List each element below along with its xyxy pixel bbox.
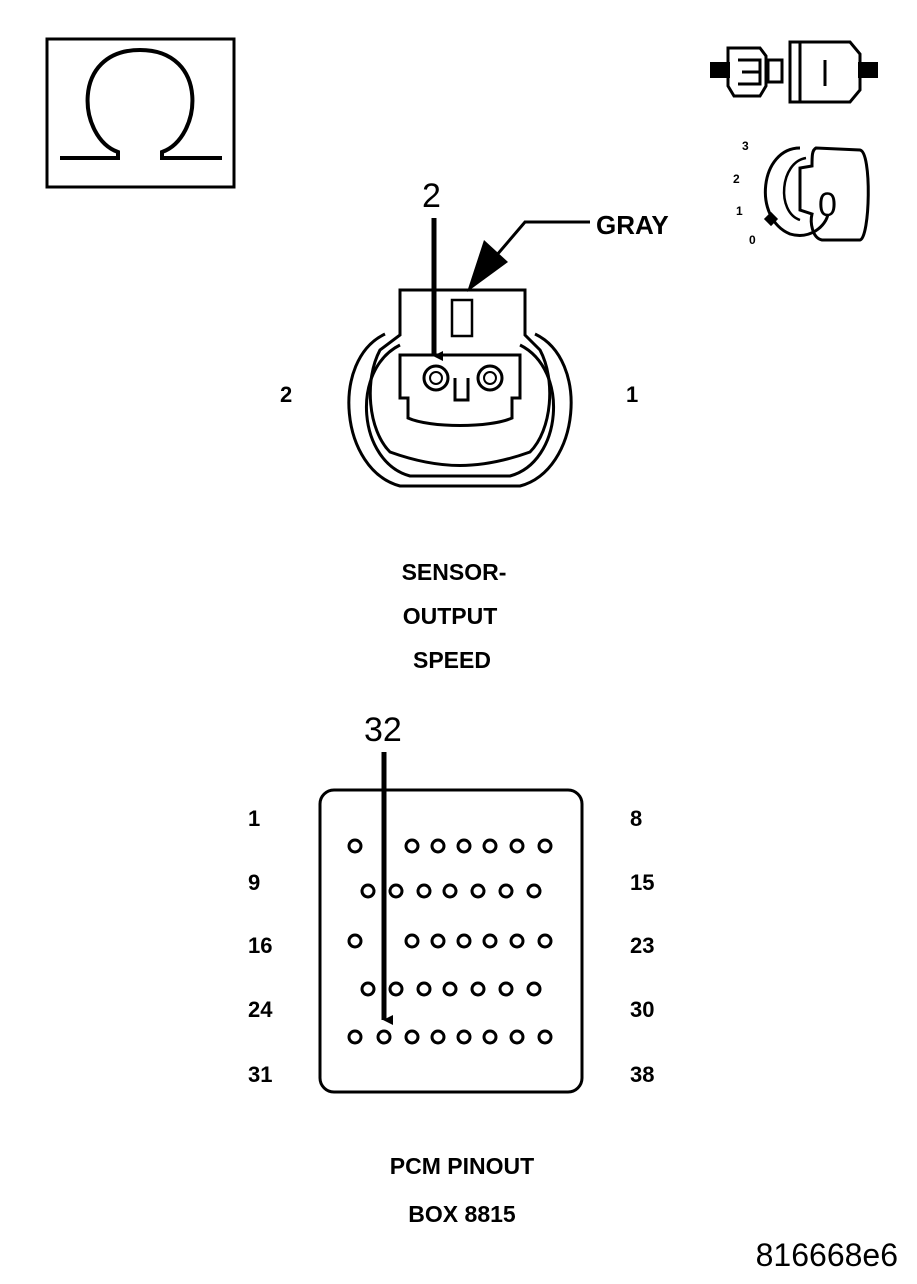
pcm-pin	[347, 1029, 363, 1045]
pcm-pin	[498, 883, 514, 899]
pcm-pin	[442, 883, 458, 899]
gray-wire-pointer	[467, 220, 590, 292]
pcm-pin	[442, 981, 458, 997]
pcm-pin	[430, 1029, 446, 1045]
pcm-row-left-label: 16	[248, 933, 272, 958]
sensor-probe-pin-label: 2	[422, 177, 441, 215]
pcm-pin	[430, 838, 446, 854]
pcm-pin	[347, 933, 363, 949]
pcm-pin	[360, 883, 376, 899]
pcm-pin	[404, 1029, 420, 1045]
pcm-pin	[498, 981, 514, 997]
pcm-pin	[404, 933, 420, 949]
pcm-pin-grid	[347, 838, 553, 1045]
sensor-pin-right-label: 1	[626, 382, 638, 407]
ignition-key-off-icon: 3 2 1 0 0	[733, 139, 870, 247]
ignition-position-2: 2	[733, 172, 740, 186]
pcm-row-right-label: 23	[630, 933, 654, 958]
sensor-pin-left-label: 2	[280, 382, 292, 407]
pcm-pin	[509, 1029, 525, 1045]
pcm-pin	[482, 838, 498, 854]
pcm-probe-pin-label: 32	[364, 711, 402, 749]
pcm-row-labels-left: 1 9 16 24 31	[248, 806, 273, 1087]
pcm-pin	[456, 838, 472, 854]
pcm-pin	[388, 981, 404, 997]
ignition-position-0: 0	[749, 233, 756, 247]
pcm-pin	[537, 1029, 553, 1045]
pcm-pin	[509, 838, 525, 854]
connector-disconnected-icon	[710, 40, 878, 104]
sensor-title-line-2: OUTPUT	[403, 603, 498, 629]
pcm-pin	[470, 883, 486, 899]
wire-color-label: GRAY	[596, 210, 669, 240]
pcm-pin	[456, 933, 472, 949]
pcm-row-right-label: 15	[630, 870, 654, 895]
ohm-symbol-icon	[45, 37, 236, 189]
sensor-title-line-3: SPEED	[413, 647, 491, 673]
pcm-row-right-label: 30	[630, 997, 654, 1022]
pcm-row-right-label: 38	[630, 1062, 654, 1087]
pcm-row-left-label: 1	[248, 806, 260, 831]
pcm-title: PCM PINOUT BOX 8815	[390, 1153, 534, 1227]
pcm-connector	[318, 788, 584, 1094]
pcm-pin	[526, 981, 542, 997]
pcm-row-left-label: 24	[248, 997, 273, 1022]
pcm-title-line-1: PCM PINOUT	[390, 1153, 534, 1179]
pcm-pin	[482, 1029, 498, 1045]
pcm-pin	[388, 883, 404, 899]
pcm-pin	[537, 838, 553, 854]
pcm-pin	[456, 1029, 472, 1045]
pcm-pin	[360, 981, 376, 997]
figure-id: 816668e6	[756, 1237, 898, 1273]
pcm-pin	[404, 838, 420, 854]
pcm-row-labels-right: 8 15 23 30 38	[630, 806, 654, 1087]
pcm-pin	[537, 933, 553, 949]
sensor-connector	[347, 288, 573, 488]
pcm-row-right-label: 8	[630, 806, 642, 831]
pcm-title-line-2: BOX 8815	[408, 1201, 516, 1227]
pcm-row-left-label: 9	[248, 870, 260, 895]
ignition-position-3: 3	[742, 139, 749, 153]
pcm-pin	[430, 933, 446, 949]
pcm-pin	[416, 883, 432, 899]
sensor-title-line-1: SENSOR-	[402, 559, 507, 585]
ignition-key-label: 0	[818, 186, 837, 224]
pcm-pin	[347, 838, 363, 854]
pcm-pin	[376, 1029, 392, 1045]
pcm-pin	[482, 933, 498, 949]
pcm-pin	[416, 981, 432, 997]
ignition-position-1: 1	[736, 204, 743, 218]
pcm-pin	[470, 981, 486, 997]
pcm-row-left-label: 31	[248, 1062, 272, 1087]
sensor-title: SENSOR- OUTPUT SPEED	[402, 559, 507, 673]
pcm-pin	[509, 933, 525, 949]
pcm-pin	[526, 883, 542, 899]
